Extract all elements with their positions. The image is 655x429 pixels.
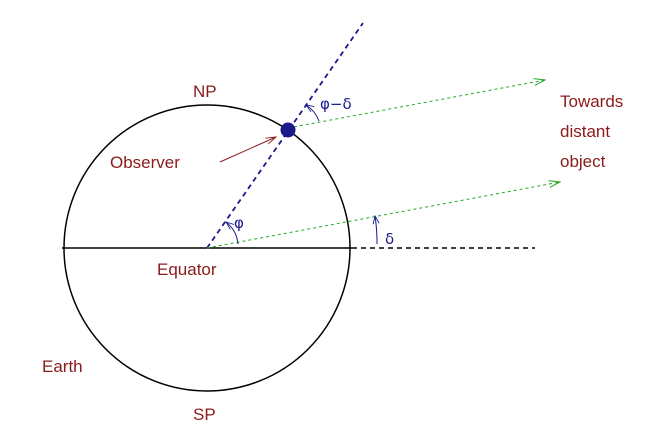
- towards-label-line2: distant: [560, 122, 610, 141]
- phi-angle-arc: [226, 222, 239, 245]
- north-pole-label: NP: [193, 82, 217, 101]
- south-pole-label: SP: [193, 405, 216, 424]
- delta-angle-arc: [375, 216, 377, 245]
- ray-from-observer: [287, 80, 545, 129]
- earth-label: Earth: [42, 357, 83, 376]
- phi-minus-delta-label: φ−δ: [320, 95, 352, 113]
- equator-label: Equator: [157, 260, 217, 279]
- ray-from-center: [206, 182, 560, 249]
- observer-dot: [280, 122, 296, 138]
- towards-label-line1: Towards: [560, 92, 623, 111]
- observer-pointer-arrow: [219, 137, 276, 163]
- phi-label: φ: [234, 214, 244, 232]
- towards-label-line3: object: [560, 152, 606, 171]
- observer-label: Observer: [110, 153, 180, 172]
- phi-minus-delta-angle-arc: [306, 105, 320, 122]
- delta-label: δ: [385, 230, 394, 248]
